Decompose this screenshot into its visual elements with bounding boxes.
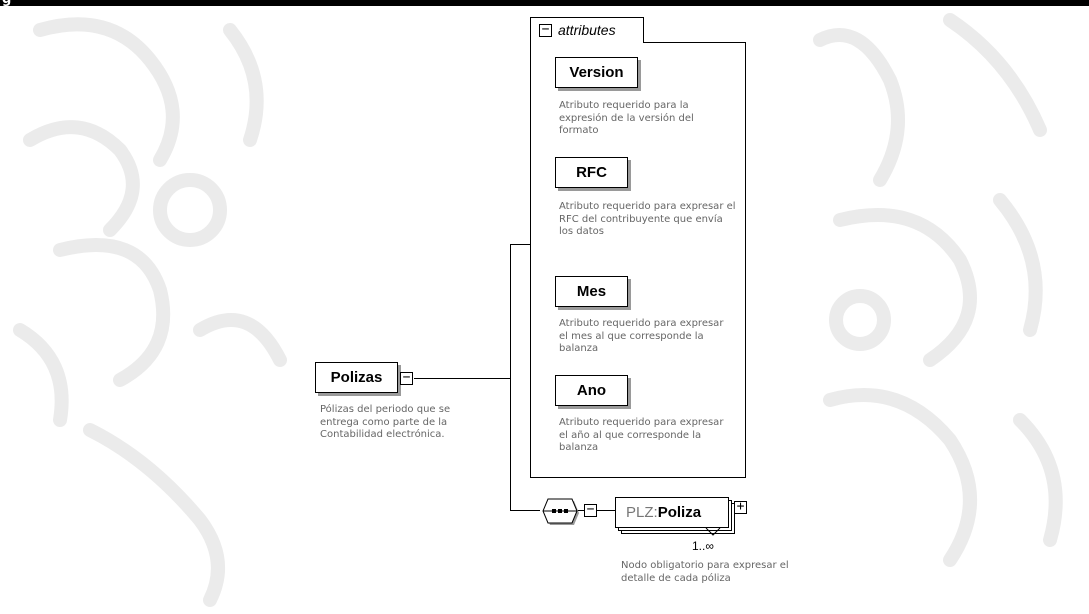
attributes-group-title: attributes: [558, 22, 616, 38]
attribute-mes-description: Atributo requerido para expresar el mes …: [559, 318, 724, 354]
child-element-name: Poliza: [657, 504, 702, 521]
top-rule: [0, 0, 1089, 6]
attribute-version[interactable]: Version: [555, 57, 638, 88]
sequence-compositor-icon[interactable]: [539, 496, 579, 526]
attributes-connector-line: [510, 244, 530, 245]
sequence-connector-line: [510, 510, 540, 511]
toggle-to-child-line: [597, 510, 615, 511]
attributes-collapse-toggle[interactable]: −: [539, 23, 552, 37]
child-multiplicity: 1..∞: [692, 539, 714, 553]
repeat-marker-icon: [705, 527, 721, 536]
sequence-collapse-toggle[interactable]: −: [584, 503, 597, 517]
seal-watermark-left: [13, 17, 287, 607]
trunk-vertical-line: [510, 244, 511, 510]
root-element-polizas[interactable]: Polizas: [315, 362, 398, 393]
attribute-rfc-description: Atributo requerido para expresar el RFC …: [559, 201, 736, 237]
root-connector-line: [414, 378, 510, 379]
root-description: Pólizas del periodo que se entrega como …: [320, 404, 451, 440]
header-label: g: [2, 0, 11, 6]
root-collapse-toggle[interactable]: −: [400, 371, 413, 385]
attribute-rfc[interactable]: RFC: [555, 157, 628, 188]
attribute-ano-description: Atributo requerido para expresar el año …: [559, 417, 724, 453]
child-namespace-prefix: PLZ:: [626, 504, 658, 521]
attribute-ano[interactable]: Ano: [555, 375, 628, 406]
attribute-mes[interactable]: Mes: [555, 276, 628, 307]
child-description: Nodo obligatorio para expresar el detall…: [621, 560, 789, 584]
sequence-to-toggle-line: [576, 510, 584, 511]
seal-watermark-right: [813, 13, 1063, 567]
attribute-version-description: Atributo requerido para la expresión de …: [559, 100, 694, 136]
child-expand-toggle[interactable]: +: [734, 500, 747, 514]
child-element-poliza[interactable]: PLZ:Poliza: [615, 497, 729, 528]
